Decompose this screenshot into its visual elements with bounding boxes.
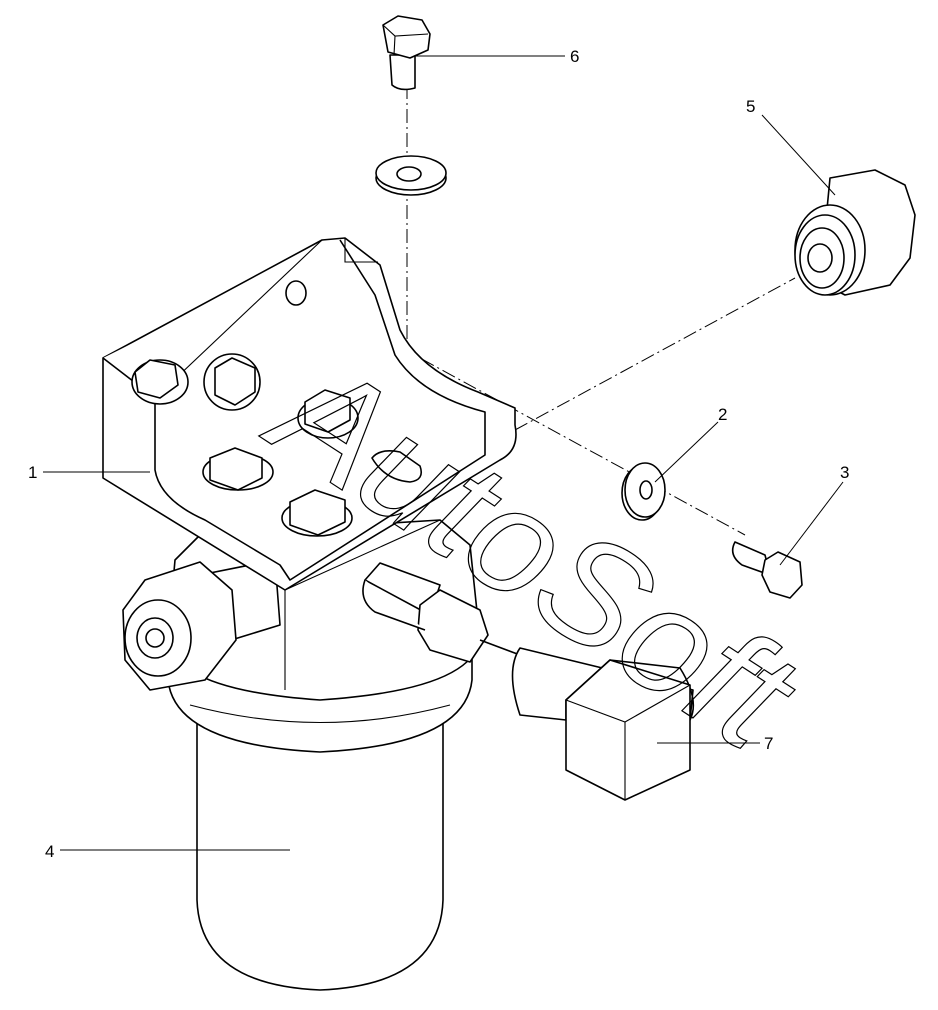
part-7-sensor [479,639,695,801]
bolt-e [281,489,353,537]
bolt-d [202,447,274,491]
washer-top [375,155,447,196]
bolt-a [131,359,189,405]
callout-3: 3 [840,463,849,482]
callout-4: 4 [45,842,54,861]
bolt-c [297,389,359,439]
inlet-fitting [122,559,281,691]
bolt-b [203,353,261,411]
part-2-washer [621,462,666,521]
part-3-bolt [731,541,803,599]
outlet-fitting [362,562,489,663]
bracket-bolts [131,353,359,537]
callout-6: 6 [570,47,579,66]
callout-1: 1 [28,463,37,482]
callout-7: 7 [764,734,773,753]
leader-lines [43,55,844,851]
part-6-bolt [382,15,431,91]
part-5-plug-fitting [794,169,916,296]
callout-2: 2 [718,405,727,424]
callout-5: 5 [746,97,755,116]
